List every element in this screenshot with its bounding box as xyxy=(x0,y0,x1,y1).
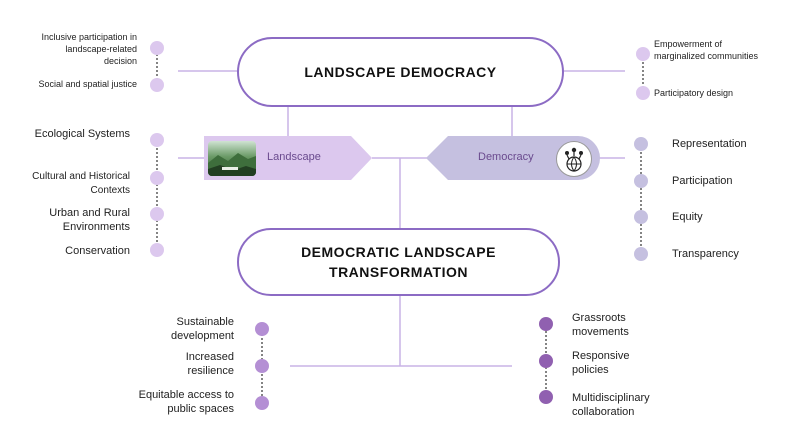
top-right-dot xyxy=(636,86,650,100)
mid-left-dot xyxy=(150,171,164,185)
mid-right-item: Equity xyxy=(672,211,703,223)
landscape-label: Landscape xyxy=(267,151,321,163)
bottom-left-item: Increased resilience xyxy=(185,351,234,377)
top-left-dot xyxy=(150,78,164,92)
democracy-label: Democracy xyxy=(478,151,534,163)
top-right-dot xyxy=(636,47,650,61)
mid-right-dot xyxy=(634,137,648,151)
landscape-photo-icon xyxy=(208,141,256,176)
mid-left-dot xyxy=(150,243,164,257)
mid-right-item: Transparency xyxy=(672,248,739,260)
mid-left-item: Conservation xyxy=(65,245,130,257)
top-right-item: Participatory design xyxy=(654,88,734,98)
democratic-transformation-box: DEMOCRATIC LANDSCAPE TRANSFORMATION xyxy=(237,228,560,296)
mid-right-dot xyxy=(634,174,648,188)
top-left-item: Inclusive participation in landscape-rel… xyxy=(41,32,137,66)
bottom-left-dot xyxy=(255,322,269,336)
top-right-item: Empowerment of marginalized communities xyxy=(654,39,759,61)
bottom-right-dot xyxy=(539,354,553,368)
bottom-left-dot xyxy=(255,359,269,373)
mid-right-item: Representation xyxy=(672,138,747,150)
landscape-democracy-box: LANDSCAPE DEMOCRACY xyxy=(237,37,564,107)
democratic-transformation-title: DEMOCRATIC LANDSCAPE TRANSFORMATION xyxy=(301,244,496,280)
bottom-right-dot xyxy=(539,390,553,404)
bottom-right-item: Multidisciplinary collaboration xyxy=(572,392,650,418)
people-globe-icon xyxy=(556,141,592,177)
mid-right-dot xyxy=(634,247,648,261)
bottom-right-item: Responsive policies xyxy=(572,350,630,376)
bottom-right-item: Grassroots movements xyxy=(572,312,629,338)
bottom-left-dot xyxy=(255,396,269,410)
mid-left-item: Cultural and Historical Contexts xyxy=(32,171,130,196)
bottom-right-dot xyxy=(539,317,553,331)
mid-left-item: Ecological Systems xyxy=(34,128,130,140)
mid-left-dot xyxy=(150,133,164,147)
mid-right-item: Participation xyxy=(672,175,733,187)
bottom-left-item: Equitable access to public spaces xyxy=(138,389,234,415)
mid-right-dot xyxy=(634,210,648,224)
top-left-item: Social and spatial justice xyxy=(38,79,137,89)
landscape-democracy-title: LANDSCAPE DEMOCRACY xyxy=(304,64,497,80)
democracy-arrow xyxy=(426,136,600,180)
bottom-left-item: Sustainable development xyxy=(171,316,234,342)
mid-left-dot xyxy=(150,207,164,221)
mid-left-item: Urban and Rural Environments xyxy=(49,207,130,233)
top-left-dot xyxy=(150,41,164,55)
